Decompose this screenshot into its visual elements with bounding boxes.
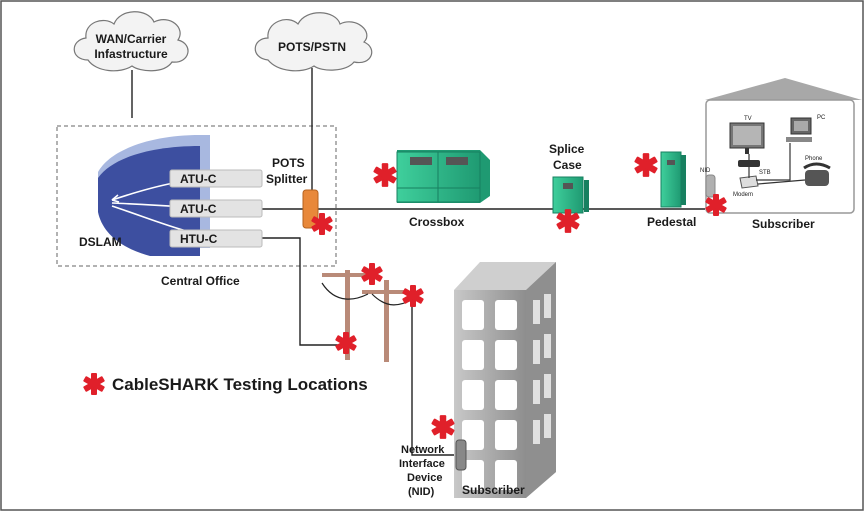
pc-label: PC xyxy=(817,115,826,121)
pc-icon xyxy=(786,117,812,142)
splice-label-1: Splice xyxy=(549,142,585,156)
house-wiring xyxy=(748,143,806,185)
splice-label-2: Case xyxy=(553,158,582,172)
connection-lines xyxy=(131,68,740,456)
nid-label-2: Interface xyxy=(399,458,445,470)
test-marker-crossbox xyxy=(373,163,397,187)
pots-cloud: POTS/PSTN xyxy=(254,12,373,72)
nid-label-4: (NID) xyxy=(408,486,435,498)
test-marker-pole-right xyxy=(401,285,425,307)
modem-label: Modem xyxy=(733,192,753,198)
tv-icon xyxy=(729,122,765,154)
subscriber-house xyxy=(705,78,862,214)
pots-label: POTS/PSTN xyxy=(278,40,346,54)
legend-marker-icon xyxy=(82,373,106,395)
dslam-label: DSLAM xyxy=(79,235,122,249)
crossbox-label: Crossbox xyxy=(409,215,465,229)
building-subscriber-label: Subscriber xyxy=(462,483,525,497)
phone-label: Phone xyxy=(805,156,823,162)
house-nid-box xyxy=(705,174,716,198)
building-windows xyxy=(462,294,551,490)
test-marker-building-nid xyxy=(431,415,455,439)
svg-text:ATU-C: ATU-C xyxy=(180,172,217,186)
house-subscriber-label: Subscriber xyxy=(752,217,815,231)
modem-icon xyxy=(739,175,759,189)
phone-icon xyxy=(803,162,831,186)
tv-label: TV xyxy=(744,116,752,122)
test-marker-pedestal xyxy=(634,153,658,177)
nid-label-3: Device xyxy=(407,472,442,484)
splitter-label-1: POTS xyxy=(272,156,305,170)
dslam-port-3: HTU-C xyxy=(169,229,263,248)
wan-label-1: WAN/Carrier xyxy=(96,32,167,46)
nid-label-1: Network xyxy=(401,444,445,456)
crossbox xyxy=(396,150,490,203)
splice-case xyxy=(552,176,589,214)
house-nid-label: NID xyxy=(700,168,711,174)
dslam-port-1: ATU-C xyxy=(169,169,263,188)
test-marker-splice xyxy=(556,209,580,233)
central-office-label: Central Office xyxy=(161,274,240,288)
test-marker-pole-drop xyxy=(334,332,358,354)
dslam-port-2: ATU-C xyxy=(169,199,263,218)
stb-icon xyxy=(738,160,760,167)
legend-label: CableSHARK Testing Locations xyxy=(112,375,368,394)
building-nid-box xyxy=(455,439,467,471)
wan-label-2: Infastructure xyxy=(94,47,168,61)
pedestal-label: Pedestal xyxy=(647,215,696,229)
splitter-label-2: Splitter xyxy=(266,172,308,186)
stb-label: STB xyxy=(759,170,771,176)
pedestal xyxy=(660,151,686,208)
svg-text:ATU-C: ATU-C xyxy=(180,202,217,216)
utility-poles xyxy=(321,270,413,362)
svg-text:HTU-C: HTU-C xyxy=(180,232,218,246)
wan-cloud: WAN/Carrier Infastructure xyxy=(73,11,189,72)
